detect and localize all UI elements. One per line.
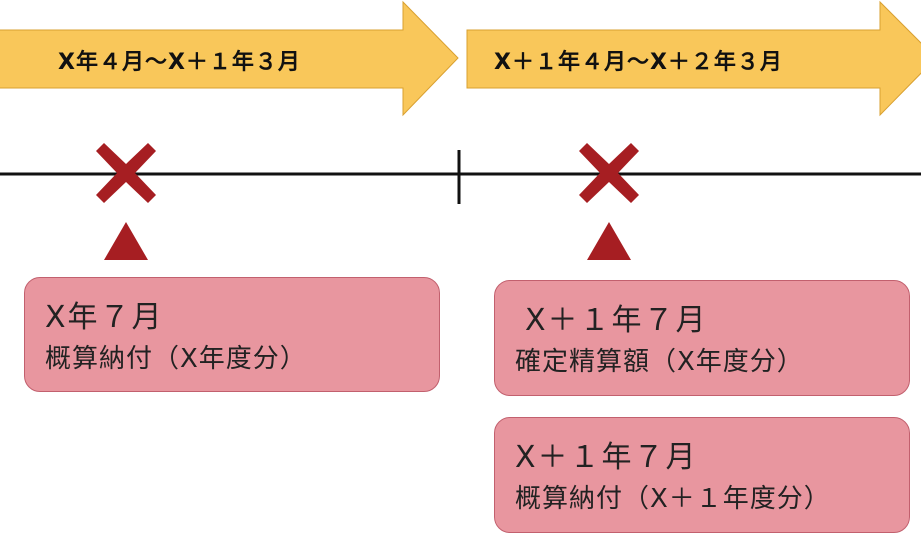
cross-marker-icon (579, 143, 639, 203)
event-box-final-settlement: X＋１年７月 確定精算額（X年度分） (494, 280, 910, 396)
event-date: X年７月 (45, 300, 164, 335)
event-description: 確定精算額（X年度分） (515, 347, 804, 377)
timeline-graphic (0, 0, 921, 260)
event-date: X＋１年７月 (525, 303, 708, 338)
period-label-1: X年４月〜X＋１年３月 (58, 50, 301, 75)
event-description: 概算納付（X年度分） (45, 344, 307, 374)
event-box-estimated-payment-x1: X＋１年７月 概算納付（X＋１年度分） (494, 417, 910, 533)
cross-marker-icon (96, 143, 156, 203)
period-arrow-2 (466, 0, 921, 117)
triangle-pointer-icon (587, 222, 631, 260)
triangle-pointer-icon (104, 222, 148, 260)
period-label-2: X＋１年４月〜X＋２年３月 (494, 50, 783, 75)
period-arrow-1 (0, 0, 459, 117)
event-date: X＋１年７月 (515, 440, 698, 475)
event-description: 概算納付（X＋１年度分） (515, 484, 831, 514)
event-box-estimated-payment-x: X年７月 概算納付（X年度分） (24, 277, 440, 392)
